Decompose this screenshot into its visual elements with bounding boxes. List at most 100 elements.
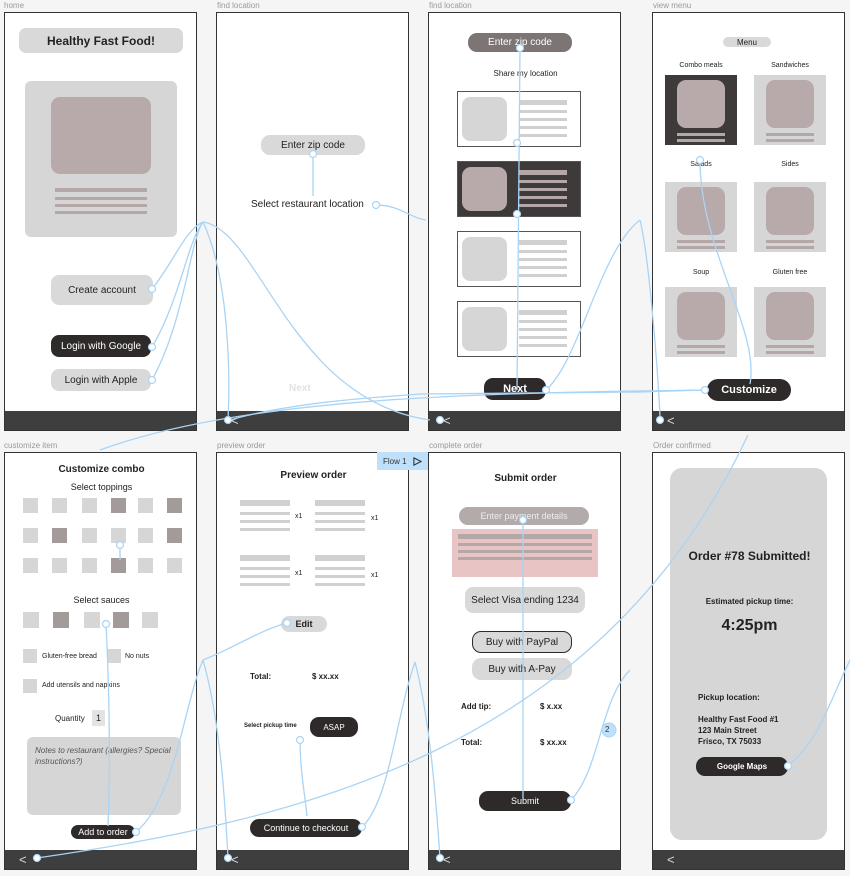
frame-label-preview-order: preview order bbox=[217, 441, 266, 450]
quantity-label: Quantity bbox=[55, 714, 85, 723]
next-button[interactable]: Next bbox=[484, 378, 546, 400]
total-label: Total: bbox=[461, 738, 483, 747]
login-apple-button[interactable]: Login with Apple bbox=[51, 369, 151, 391]
payment-details-input[interactable]: Enter payment details bbox=[459, 507, 589, 525]
hero-image-icon bbox=[51, 97, 151, 174]
create-account-button[interactable]: Create account bbox=[51, 275, 153, 305]
login-google-button[interactable]: Login with Google bbox=[51, 335, 151, 357]
category-combo-meals[interactable] bbox=[665, 75, 737, 145]
category-salads[interactable] bbox=[665, 182, 737, 252]
category-sandwiches[interactable] bbox=[754, 75, 826, 145]
utensils-checkbox[interactable] bbox=[23, 679, 37, 693]
bottom-nav-bar: < bbox=[5, 850, 196, 869]
apay-button[interactable]: Buy with A-Pay bbox=[472, 658, 572, 680]
category-sides[interactable] bbox=[754, 182, 826, 252]
topping-option[interactable] bbox=[82, 528, 97, 543]
category-soup[interactable] bbox=[665, 287, 737, 357]
back-icon[interactable]: < bbox=[231, 852, 239, 867]
item-qty: x1 bbox=[295, 570, 303, 577]
back-icon[interactable]: < bbox=[231, 413, 239, 428]
topping-option[interactable] bbox=[138, 528, 153, 543]
flow-start-tag[interactable]: Flow 1 bbox=[377, 452, 428, 470]
frame-label-home: home bbox=[4, 1, 25, 10]
gluten-free-label: Gluten-free bread bbox=[42, 653, 97, 660]
category-gluten-free[interactable] bbox=[754, 287, 826, 357]
topping-option-selected[interactable] bbox=[167, 498, 182, 513]
back-icon[interactable]: < bbox=[667, 852, 675, 867]
topping-option[interactable] bbox=[82, 558, 97, 573]
frame-customize-item: Customize combo Select toppings Select s… bbox=[4, 452, 197, 870]
category-label: Sides bbox=[781, 161, 799, 168]
frame-label-find-location: find location bbox=[217, 1, 260, 10]
topping-option[interactable] bbox=[138, 558, 153, 573]
back-icon[interactable]: < bbox=[443, 852, 451, 867]
payment-form[interactable] bbox=[452, 529, 598, 577]
continue-to-checkout-button[interactable]: Continue to checkout bbox=[250, 819, 362, 837]
topping-option[interactable] bbox=[23, 528, 38, 543]
topping-option-selected[interactable] bbox=[111, 558, 126, 573]
location-card[interactable] bbox=[457, 91, 581, 147]
location-city: Frisco, TX 75033 bbox=[698, 737, 762, 746]
utensils-label: Add utensils and napkins bbox=[42, 682, 120, 689]
zip-code-input-active[interactable]: Enter zip code bbox=[468, 33, 572, 52]
eta-label: Estimated pickup time: bbox=[705, 597, 794, 606]
topping-option[interactable] bbox=[111, 528, 126, 543]
google-maps-button[interactable]: Google Maps bbox=[696, 757, 788, 776]
paypal-button[interactable]: Buy with PayPal bbox=[472, 631, 572, 653]
category-label: Combo meals bbox=[679, 62, 723, 69]
topping-option-selected[interactable] bbox=[52, 528, 67, 543]
location-card[interactable] bbox=[457, 231, 581, 287]
pickup-location-label: Pickup location: bbox=[698, 693, 760, 702]
frame-find-location-results: Enter zip code Share my location Next < bbox=[428, 12, 621, 431]
sauce-option[interactable] bbox=[142, 612, 158, 628]
location-card[interactable] bbox=[457, 301, 581, 357]
flow-badge-number: 2 bbox=[605, 725, 610, 734]
notes-textarea[interactable]: Notes to restaurant (allergies? Special … bbox=[27, 737, 181, 815]
share-location-link[interactable]: Share my location bbox=[493, 69, 558, 78]
topping-option[interactable] bbox=[82, 498, 97, 513]
zip-code-input[interactable]: Enter zip code bbox=[261, 135, 365, 155]
topping-option[interactable] bbox=[52, 498, 67, 513]
frame-label-order-confirmed: Order confirmed bbox=[653, 441, 711, 450]
total-value: $ xx.xx bbox=[540, 738, 567, 747]
no-nuts-checkbox[interactable] bbox=[107, 649, 121, 663]
frame-label-find-location-2: find location bbox=[429, 1, 472, 10]
back-icon[interactable]: < bbox=[667, 413, 675, 428]
back-icon[interactable]: < bbox=[19, 852, 27, 867]
frame-find-location: Enter zip code Select restaurant locatio… bbox=[216, 12, 409, 431]
tip-value[interactable]: $ x.xx bbox=[540, 702, 563, 711]
select-visa-button[interactable]: Select Visa ending 1234 bbox=[465, 587, 585, 613]
sauce-option-selected[interactable] bbox=[53, 612, 69, 628]
tip-label: Add tip: bbox=[461, 702, 492, 711]
submit-button[interactable]: Submit bbox=[479, 791, 571, 811]
topping-option[interactable] bbox=[138, 498, 153, 513]
bottom-nav-bar: < bbox=[429, 850, 620, 869]
topping-option[interactable] bbox=[23, 558, 38, 573]
sauce-option-selected[interactable] bbox=[113, 612, 129, 628]
add-to-order-button[interactable]: Add to order bbox=[71, 825, 135, 839]
location-card-selected[interactable] bbox=[457, 161, 581, 217]
category-label: Sandwiches bbox=[771, 62, 809, 69]
sauce-option[interactable] bbox=[84, 612, 100, 628]
submit-title: Submit order bbox=[494, 473, 557, 484]
topping-option[interactable] bbox=[52, 558, 67, 573]
gluten-free-checkbox[interactable] bbox=[23, 649, 37, 663]
edit-button[interactable]: Edit bbox=[281, 616, 327, 632]
topping-option-selected[interactable] bbox=[167, 528, 182, 543]
select-restaurant-link[interactable]: Select restaurant location bbox=[251, 199, 364, 210]
item-qty: x1 bbox=[295, 513, 303, 520]
customize-button[interactable]: Customize bbox=[707, 379, 791, 401]
topping-option-selected[interactable] bbox=[111, 498, 126, 513]
quantity-input[interactable]: 1 bbox=[92, 710, 105, 726]
back-icon[interactable]: < bbox=[443, 413, 451, 428]
topping-option[interactable] bbox=[167, 558, 182, 573]
sauce-option[interactable] bbox=[23, 612, 39, 628]
bottom-nav-bar: < bbox=[653, 850, 844, 869]
topping-option[interactable] bbox=[23, 498, 38, 513]
location-street: 123 Main Street bbox=[698, 726, 757, 735]
category-label: Soup bbox=[692, 269, 710, 276]
asap-button[interactable]: ASAP bbox=[310, 717, 358, 737]
bottom-nav-bar: < bbox=[217, 411, 408, 430]
play-icon[interactable] bbox=[412, 456, 422, 466]
toppings-heading: Select toppings bbox=[70, 482, 133, 492]
